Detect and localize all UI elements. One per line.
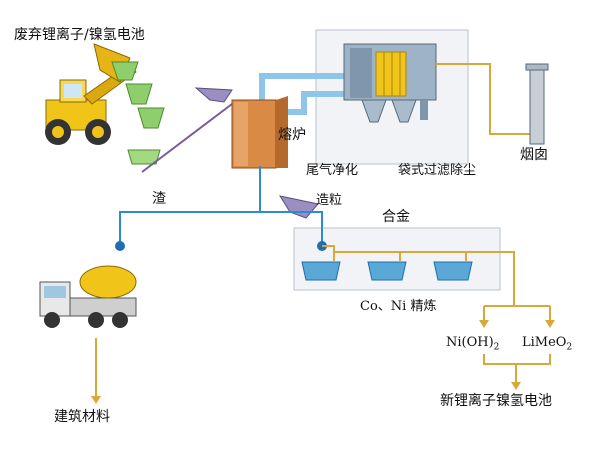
chimney-icon — [525, 63, 549, 145]
label-product-li: LiMeO2 — [522, 336, 572, 353]
label-product-ni: Ni(OH)2 — [446, 336, 499, 353]
product-ni-text: Ni(OH) — [446, 335, 494, 350]
label-exhaust: 尾气净化 — [306, 163, 359, 178]
label-furnace: 熔炉 — [278, 127, 306, 143]
refining-panel — [293, 227, 501, 291]
label-bag-filter: 袋式过滤除尘 — [398, 163, 477, 178]
label-feed: 废弃锂离子/镍氢电池 — [14, 27, 145, 43]
label-slag: 渣 — [152, 191, 166, 207]
granulation-chute — [278, 195, 319, 219]
label-refining: Co、Ni 精炼 — [360, 299, 437, 314]
product-ni-subscript: 2 — [493, 342, 500, 353]
feed-chute — [194, 87, 233, 103]
crucible-icon — [301, 261, 473, 281]
cement-mixer-truck-icon — [39, 265, 137, 328]
arrow-to-li — [545, 320, 555, 328]
loader-icon — [45, 43, 137, 145]
product-li-subscript: 2 — [566, 342, 573, 353]
label-granulation: 造粒 — [316, 193, 343, 208]
slag-node — [115, 241, 125, 251]
label-alloy: 合金 — [382, 209, 410, 225]
product-li-text: LiMeO — [522, 335, 567, 350]
arrow-to-battery — [511, 382, 521, 390]
exhaust-pipe — [259, 73, 344, 115]
label-building: 建筑材料 — [54, 409, 110, 425]
baghouse-filter-icon — [343, 43, 437, 123]
hopper-icon — [111, 61, 165, 165]
refining-flow-line — [322, 245, 551, 384]
label-new-battery: 新锂离子镍氢电池 — [440, 393, 552, 409]
slag-pipe — [119, 166, 323, 246]
arrow-to-ni — [479, 320, 489, 328]
arrow-to-building — [91, 396, 101, 404]
furnace-icon — [231, 96, 288, 169]
feed-conveyor — [141, 103, 233, 173]
clean-gas-line — [436, 63, 530, 135]
label-chimney: 烟囱 — [520, 147, 548, 163]
